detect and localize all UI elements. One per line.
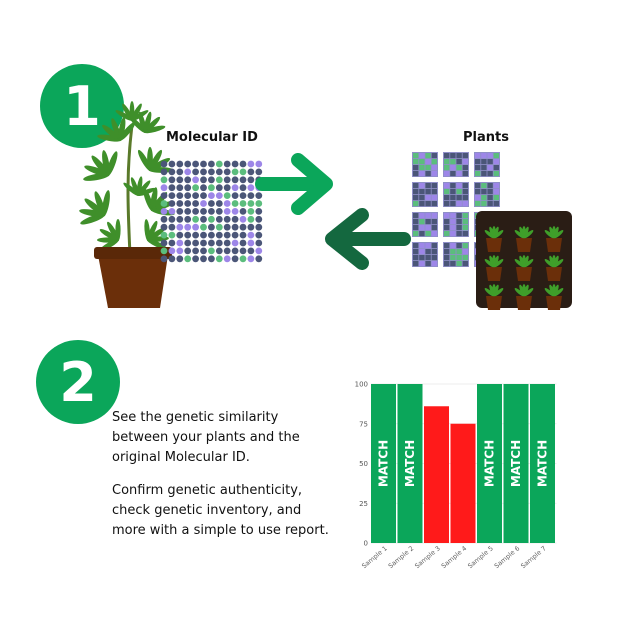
y-tick-label: 100 bbox=[355, 381, 368, 389]
y-tick-label: 25 bbox=[359, 500, 368, 508]
step-1-badge: 1 bbox=[40, 64, 124, 148]
bar-match-label: MATCH bbox=[536, 440, 550, 487]
step-2-badge: 2 bbox=[36, 340, 120, 424]
seedling-tray-icon bbox=[476, 211, 572, 310]
bar-sample-1 bbox=[371, 384, 396, 543]
bar-sample-2 bbox=[397, 384, 423, 543]
arrow-left-icon bbox=[325, 208, 411, 270]
bar-match-label: MATCH bbox=[377, 440, 391, 487]
molecular-id-label: Molecular ID bbox=[166, 130, 258, 145]
authenticity-description: Confirm genetic authenticity, check gene… bbox=[112, 483, 329, 538]
x-tick-label: Sample 4 bbox=[440, 544, 469, 570]
arrow-right-icon bbox=[255, 153, 333, 215]
bar-sample-3 bbox=[424, 406, 449, 543]
x-tick-label: Sample 6 bbox=[493, 544, 522, 570]
bar-match-label: MATCH bbox=[403, 440, 417, 487]
x-tick-label: Sample 5 bbox=[466, 544, 495, 570]
x-tick-label: Sample 3 bbox=[413, 544, 442, 570]
y-tick-label: 75 bbox=[359, 420, 368, 428]
x-tick-label: Sample 1 bbox=[360, 544, 389, 570]
similarity-description: See the genetic similarity between your … bbox=[112, 410, 300, 465]
bar-sample-7 bbox=[530, 384, 555, 543]
bar-sample-6 bbox=[503, 384, 529, 543]
y-tick-label: 0 bbox=[364, 540, 368, 548]
plants-label: Plants bbox=[463, 130, 509, 145]
x-tick-label: Sample 2 bbox=[387, 544, 416, 570]
bar-match-label: MATCH bbox=[483, 440, 497, 487]
x-tick-label: Sample 7 bbox=[519, 544, 548, 570]
y-tick-label: 50 bbox=[359, 460, 368, 468]
bar-match-label: MATCH bbox=[509, 440, 523, 487]
plant-pot-icon bbox=[94, 247, 172, 308]
bar-sample-5 bbox=[477, 384, 502, 543]
bar-sample-4 bbox=[450, 423, 476, 543]
